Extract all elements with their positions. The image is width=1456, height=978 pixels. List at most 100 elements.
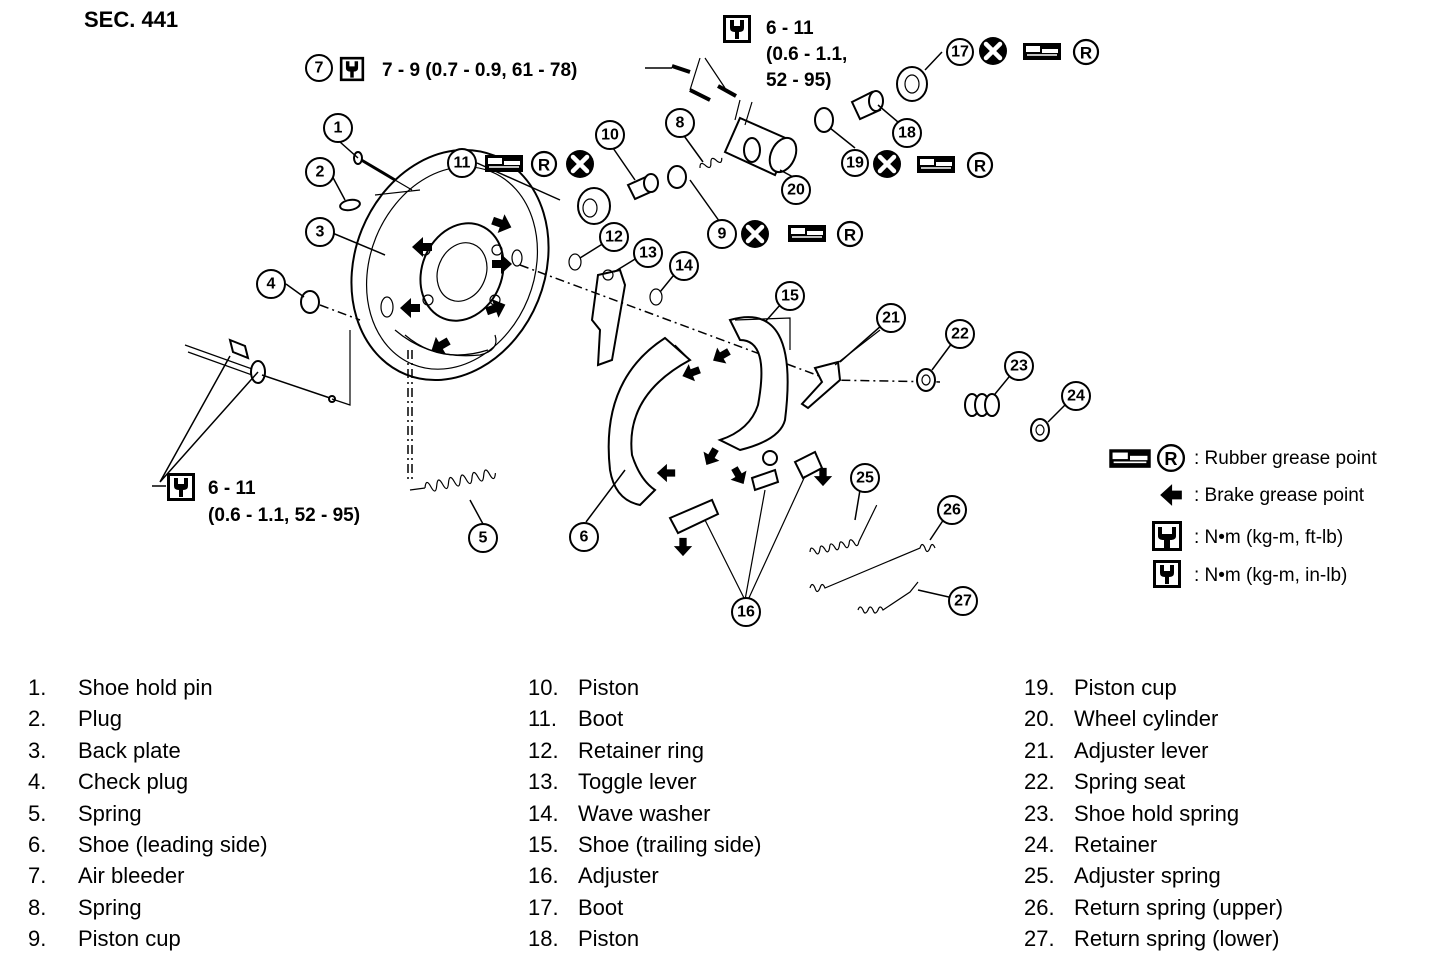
- shoe-hold-spring: [964, 393, 1000, 417]
- part-number: 24.: [1024, 831, 1055, 857]
- toggle-lever: [590, 268, 627, 367]
- part-number: 2.: [28, 706, 47, 732]
- parts-list-item: 9.Piston cup: [28, 923, 468, 954]
- part-number: 13.: [528, 769, 559, 795]
- rubber-grease-icon: [484, 154, 524, 173]
- svg-text:26: 26: [943, 502, 961, 519]
- svg-text:8: 8: [676, 115, 685, 132]
- svg-text:12: 12: [605, 229, 623, 246]
- rubber-grease-r-icon: [1156, 443, 1186, 473]
- part-label: Wave washer: [578, 800, 711, 826]
- svg-text:24: 24: [1067, 388, 1085, 405]
- callout-23: 23: [1004, 351, 1034, 381]
- return-spring-upper: [809, 543, 936, 593]
- boot-17: [896, 66, 928, 102]
- part-label: Air bleeder: [78, 863, 185, 889]
- brake-grease-arrow-icon: [1160, 484, 1182, 506]
- part-number: 12.: [528, 737, 559, 763]
- parts-list-item: 16.Adjuster: [528, 860, 968, 891]
- svg-text:27: 27: [954, 593, 972, 610]
- return-spring-lower: [857, 581, 919, 614]
- parts-list-item: 15.Shoe (trailing side): [528, 829, 968, 860]
- parts-list-item: 13. Toggle lever: [528, 766, 968, 797]
- rubber-grease-r-icon: [1072, 38, 1100, 66]
- cylinder-bolts: [671, 57, 737, 102]
- part-label: Plug: [78, 706, 123, 732]
- parts-list-item: 19.Piston cup: [1024, 672, 1456, 703]
- parts-list-item: 22.Spring seat: [1024, 766, 1456, 797]
- part-number: 14.: [528, 800, 559, 826]
- part-label: Adjuster lever: [1074, 737, 1209, 763]
- shoe-hold-pin: [353, 151, 421, 196]
- shoe-trailing: [717, 316, 791, 452]
- callout-16: 16: [731, 597, 761, 627]
- part-label: Return spring (lower): [1074, 926, 1280, 952]
- callout-18: 18: [892, 118, 922, 148]
- callout-24: 24: [1061, 381, 1091, 411]
- part-label: Adjuster: [578, 863, 659, 889]
- center-axis: [519, 264, 941, 383]
- callout-7: 7: [305, 54, 333, 82]
- part-number: 17.: [528, 894, 559, 920]
- torque-wrench-icon: [723, 15, 751, 43]
- parts-list-item: 21.Adjuster lever: [1024, 735, 1456, 766]
- svg-text:19: 19: [846, 155, 864, 172]
- spring-seat: [916, 368, 936, 392]
- svg-text:20: 20: [787, 182, 805, 199]
- part-number: 5.: [28, 800, 47, 826]
- svg-text:7: 7: [315, 60, 324, 77]
- svg-text:5: 5: [479, 530, 488, 547]
- spring-8: [699, 157, 723, 169]
- parts-list-item: 2. Plug: [28, 703, 468, 734]
- callout-2: 2: [305, 157, 335, 187]
- parts-list-item: 12.Retainer ring: [528, 735, 968, 766]
- part-label: Shoe hold spring: [1074, 800, 1240, 826]
- part-label: Shoe hold pin: [78, 675, 213, 700]
- torque-wrench-icon: [167, 473, 195, 501]
- rubber-grease-r-icon: [966, 151, 994, 179]
- back-plate: [350, 148, 550, 382]
- parts-list-item: 27. Return spring (lower): [1024, 923, 1456, 954]
- callout-9: 9: [707, 219, 737, 249]
- plug: [339, 198, 361, 212]
- svg-text:21: 21: [882, 310, 900, 327]
- rubber-grease-icon: [787, 224, 827, 243]
- backplate-torque-line1: 6 - 11: [208, 478, 256, 499]
- torque-wrench-icon: [339, 56, 365, 82]
- replace-x-icon: [979, 37, 1007, 65]
- part-label: Toggle lever: [578, 769, 697, 795]
- rubber-grease-r-icon: [530, 150, 558, 178]
- svg-text:16: 16: [737, 604, 755, 621]
- svg-text:23: 23: [1010, 358, 1028, 375]
- part-label: Wheel cylinder: [1074, 706, 1219, 732]
- air-bleeder-torque: 7 - 9 (0.7 - 0.9, 61 - 78): [382, 60, 577, 81]
- cylinder-torque-line1: 6 - 11: [766, 18, 814, 39]
- shoe-leading: [607, 336, 692, 507]
- parts-list-item: 7.Air bleeder: [28, 860, 468, 891]
- parts-list-item: 24. Retainer: [1024, 829, 1456, 860]
- callout-26: 26: [937, 495, 967, 525]
- callout-14: 14: [669, 251, 699, 281]
- rubber-grease-icon: [1108, 448, 1152, 469]
- part-number: 22.: [1024, 769, 1055, 795]
- part-label: Shoe (trailing side): [578, 831, 762, 857]
- cylinder-torque-line3: 52 - 95): [766, 70, 831, 91]
- svg-text:10: 10: [601, 127, 619, 144]
- piston-cup-19: [814, 107, 834, 133]
- part-label: Retainer: [1074, 831, 1158, 857]
- callout-12: 12: [599, 222, 629, 252]
- torque-wrench-icon: [1153, 560, 1181, 588]
- parts-list-item: 20.Wheel cylinder: [1024, 703, 1456, 734]
- svg-text:4: 4: [267, 276, 276, 293]
- part-number: 27.: [1024, 926, 1055, 952]
- part-number: 11.: [528, 706, 557, 732]
- part-number: 8.: [28, 894, 47, 920]
- svg-text:6: 6: [580, 529, 589, 546]
- part-label: Back plate: [78, 737, 181, 763]
- exploded-brake-diagram: R SEC. 441: [84, 7, 1377, 627]
- rubber-grease-icon: [1022, 42, 1062, 61]
- adjuster: [668, 450, 824, 601]
- svg-text:9: 9: [718, 226, 727, 243]
- cylinder-torque-line2: (0.6 - 1.1,: [766, 44, 847, 65]
